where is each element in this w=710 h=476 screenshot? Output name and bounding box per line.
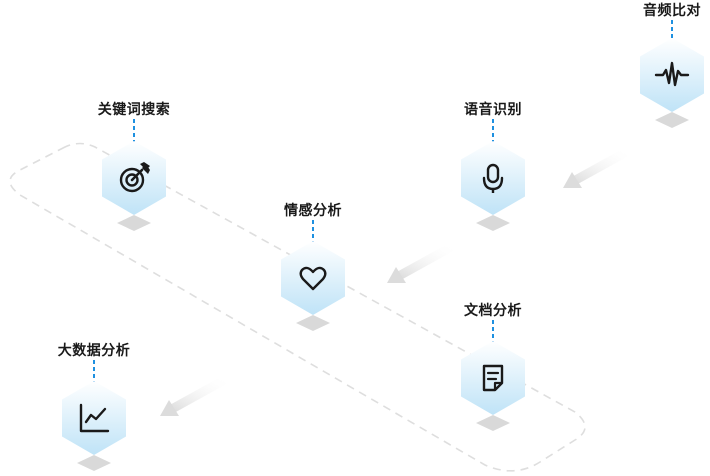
flow-arrow-2 bbox=[387, 240, 460, 283]
node-shadow bbox=[476, 415, 510, 431]
node-document bbox=[461, 320, 525, 431]
node-shadow bbox=[296, 315, 330, 331]
line-chart-icon bbox=[79, 403, 110, 433]
waveform-icon bbox=[654, 61, 690, 87]
node-label-big-data: 大数据分析 bbox=[57, 343, 131, 359]
node-label-speech-recog: 语音识别 bbox=[464, 102, 522, 118]
node-label-audio-compare: 音频比对 bbox=[643, 3, 701, 19]
flow-arrow-3 bbox=[160, 373, 233, 416]
node-keyword-search bbox=[102, 119, 166, 231]
node-shadow bbox=[117, 215, 151, 231]
node-label-keyword-search: 关键词搜索 bbox=[97, 102, 171, 118]
hexagon-tile bbox=[640, 38, 704, 112]
hexagon-tile bbox=[461, 141, 525, 215]
node-label-document: 文档分析 bbox=[464, 303, 522, 319]
node-sentiment bbox=[281, 220, 345, 331]
node-shadow bbox=[77, 455, 111, 471]
flow-arrow-1 bbox=[563, 145, 635, 188]
node-shadow bbox=[655, 112, 689, 128]
hexagon-tile bbox=[281, 241, 345, 315]
node-label-sentiment: 情感分析 bbox=[284, 203, 342, 219]
microphone-icon bbox=[482, 163, 504, 193]
node-speech-recog bbox=[461, 119, 525, 231]
dashed-track bbox=[9, 142, 586, 472]
target-icon bbox=[119, 162, 150, 193]
node-audio-compare bbox=[640, 20, 704, 128]
node-big-data bbox=[62, 360, 126, 471]
node-shadow bbox=[476, 215, 510, 231]
document-icon bbox=[482, 364, 504, 392]
heart-icon bbox=[299, 266, 327, 291]
